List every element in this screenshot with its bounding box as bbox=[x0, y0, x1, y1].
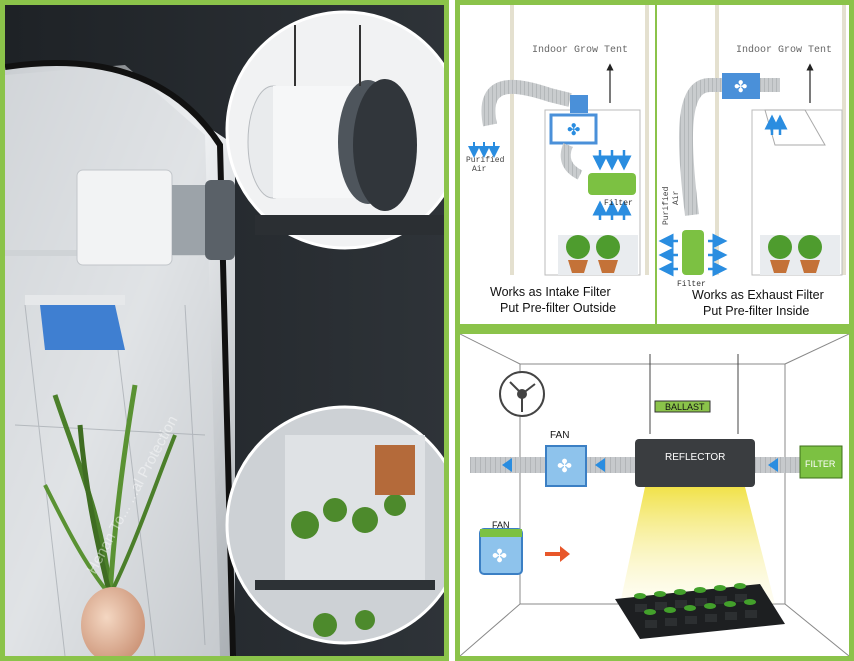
grow-tent-photo-panel: Henan To... ...al Protection bbox=[0, 0, 449, 661]
inline-fan bbox=[545, 445, 587, 487]
left-air-label-2: Air bbox=[472, 165, 487, 174]
reflector-label: REFLECTOR bbox=[665, 452, 725, 463]
left-duct bbox=[481, 79, 572, 127]
right-side-arrows bbox=[658, 233, 728, 277]
tent-plants-inset bbox=[225, 405, 444, 645]
left-plants bbox=[558, 235, 638, 275]
left-filter-label: Filter bbox=[604, 199, 633, 208]
filter-label: FILTER bbox=[805, 459, 836, 469]
left-air-label-1: Purified bbox=[466, 156, 505, 165]
right-plants bbox=[760, 235, 840, 275]
ballast-box bbox=[654, 400, 711, 413]
right-filter bbox=[682, 230, 704, 275]
right-air-label-1: Purified bbox=[662, 186, 671, 225]
left-duct-collar bbox=[570, 95, 588, 113]
intake-fan-icon: ✤ bbox=[492, 546, 507, 566]
carbon-filter bbox=[799, 445, 843, 479]
plant-photo bbox=[43, 384, 177, 597]
grow-tent-photo: Henan To... ...al Protection bbox=[5, 5, 444, 656]
fan2-label: FAN bbox=[492, 520, 510, 530]
left-caption-2: Put Pre-filter Outside bbox=[500, 301, 616, 315]
right-title: Indoor Grow Tent bbox=[736, 44, 832, 56]
room-ventilation-diagram: BALLAST ✤ FAN REFLECTOR FILTER ✤ FAN bbox=[455, 329, 854, 661]
left-title: Indoor Grow Tent bbox=[532, 44, 628, 56]
left-down-arrows bbox=[592, 150, 632, 220]
right-reflector-hood bbox=[764, 109, 826, 146]
fan-label: FAN bbox=[550, 430, 569, 441]
right-fan bbox=[722, 73, 760, 99]
ballast-label: BALLAST bbox=[665, 402, 705, 412]
right-fan-icon: ✤ bbox=[734, 79, 747, 96]
right-filter-label: Filter bbox=[677, 280, 706, 289]
right-air-label-2: Air bbox=[672, 190, 681, 205]
left-fan bbox=[549, 113, 598, 145]
wall-fan-icon bbox=[499, 371, 545, 417]
duct-arrows bbox=[502, 458, 778, 472]
left-purified-arrows bbox=[468, 142, 500, 158]
light-beam bbox=[620, 487, 775, 604]
right-caption-1: Works as Exhaust Filter bbox=[692, 288, 824, 302]
right-up-arrows bbox=[764, 114, 788, 135]
reflector-hood bbox=[635, 439, 755, 487]
right-caption-2: Put Pre-filter Inside bbox=[703, 304, 809, 318]
intake-arrow bbox=[545, 546, 570, 562]
left-fan-icon: ✤ bbox=[567, 122, 580, 139]
room-ventilation-svg: BALLAST ✤ FAN REFLECTOR FILTER ✤ FAN bbox=[460, 334, 849, 656]
right-duct bbox=[678, 78, 780, 216]
seedling-tray bbox=[615, 583, 785, 639]
left-caption-1: Works as Intake Filter bbox=[490, 285, 611, 299]
intake-exhaust-svg: Indoor Grow Tent ✤ Filter Purified Air bbox=[466, 5, 846, 324]
left-filter bbox=[588, 173, 636, 195]
intake-exhaust-diagram: Indoor Grow Tent ✤ Filter Purified Air bbox=[455, 0, 854, 329]
inline-fan-icon: ✤ bbox=[557, 456, 572, 476]
filter-closeup-inset bbox=[225, 10, 444, 250]
